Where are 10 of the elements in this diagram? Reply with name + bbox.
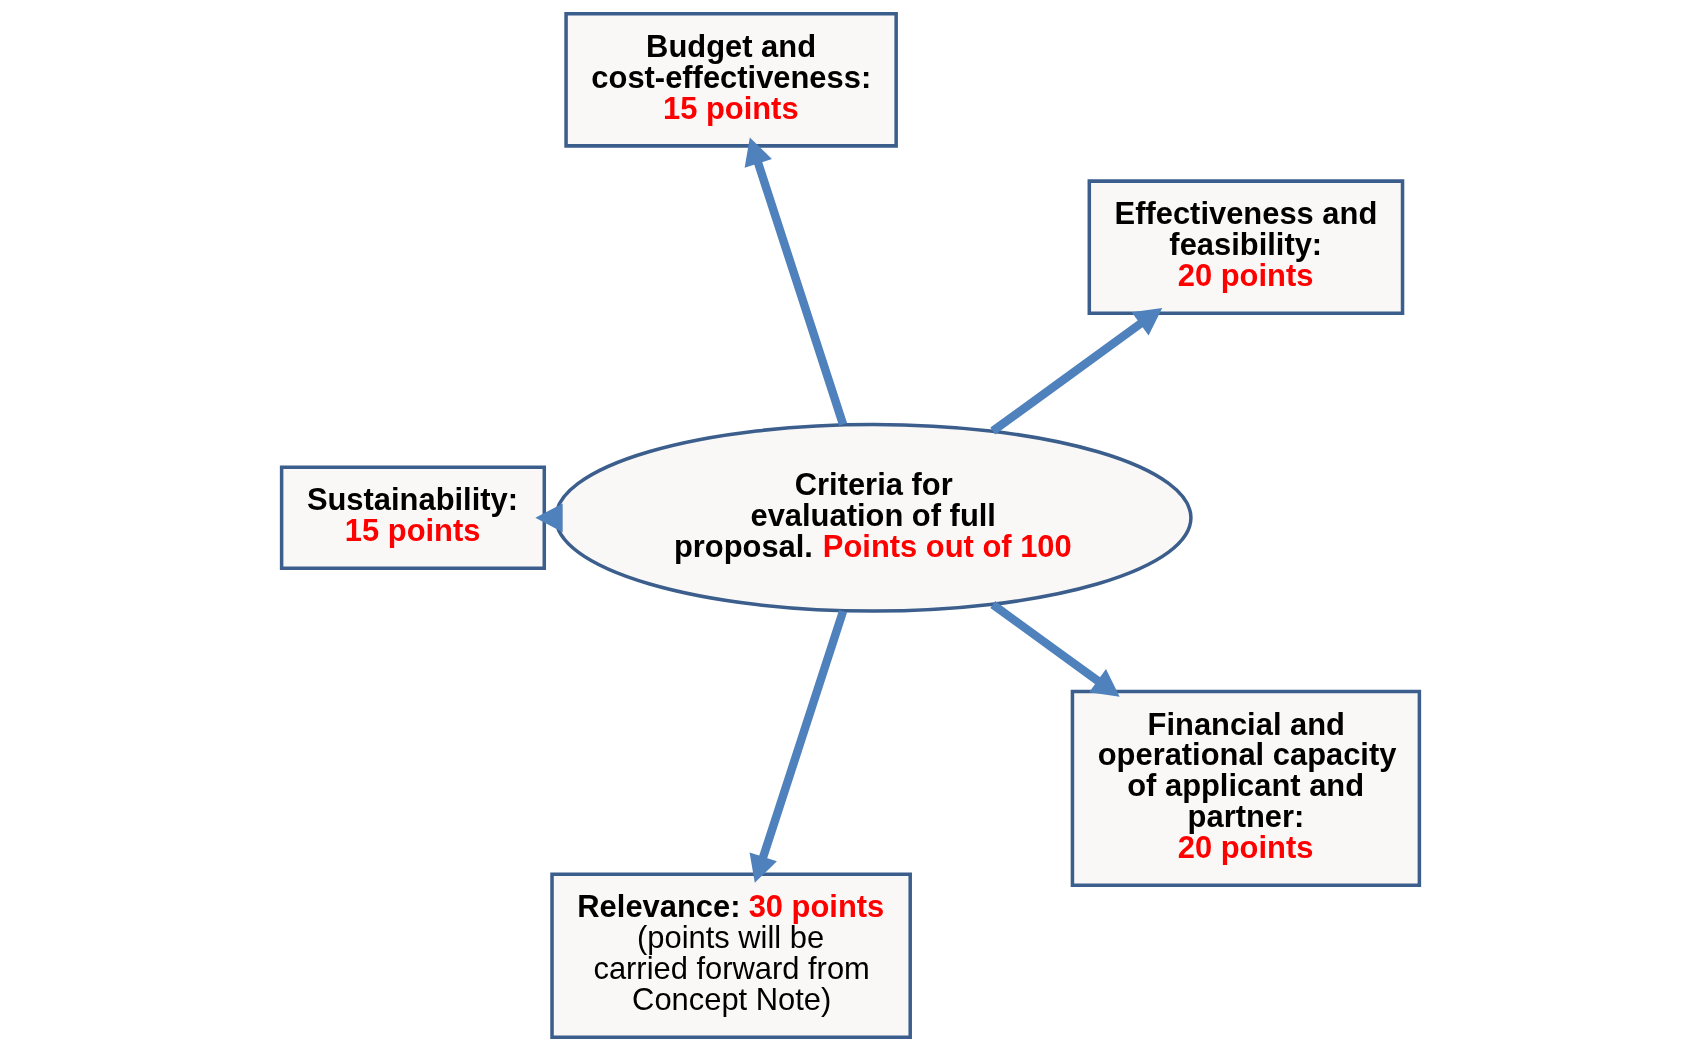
- node-box: Budget and cost-effectiveness: 15 points: [563, 12, 898, 148]
- arrow: [744, 137, 847, 426]
- node-box: Financial and operational capacity of applicant and partner: 20 points: [1070, 689, 1421, 888]
- node-box: Effectiveness and feasibility: 20 points: [1087, 179, 1404, 315]
- arrow: [989, 307, 1162, 435]
- arrow: [749, 609, 847, 883]
- arrow: [534, 503, 563, 533]
- node-box: Relevance: 30 points (points will be carried forward from Concept Note): [549, 872, 912, 1039]
- arrow: [989, 601, 1120, 697]
- node-box: Sustainability: 15 points: [279, 465, 546, 571]
